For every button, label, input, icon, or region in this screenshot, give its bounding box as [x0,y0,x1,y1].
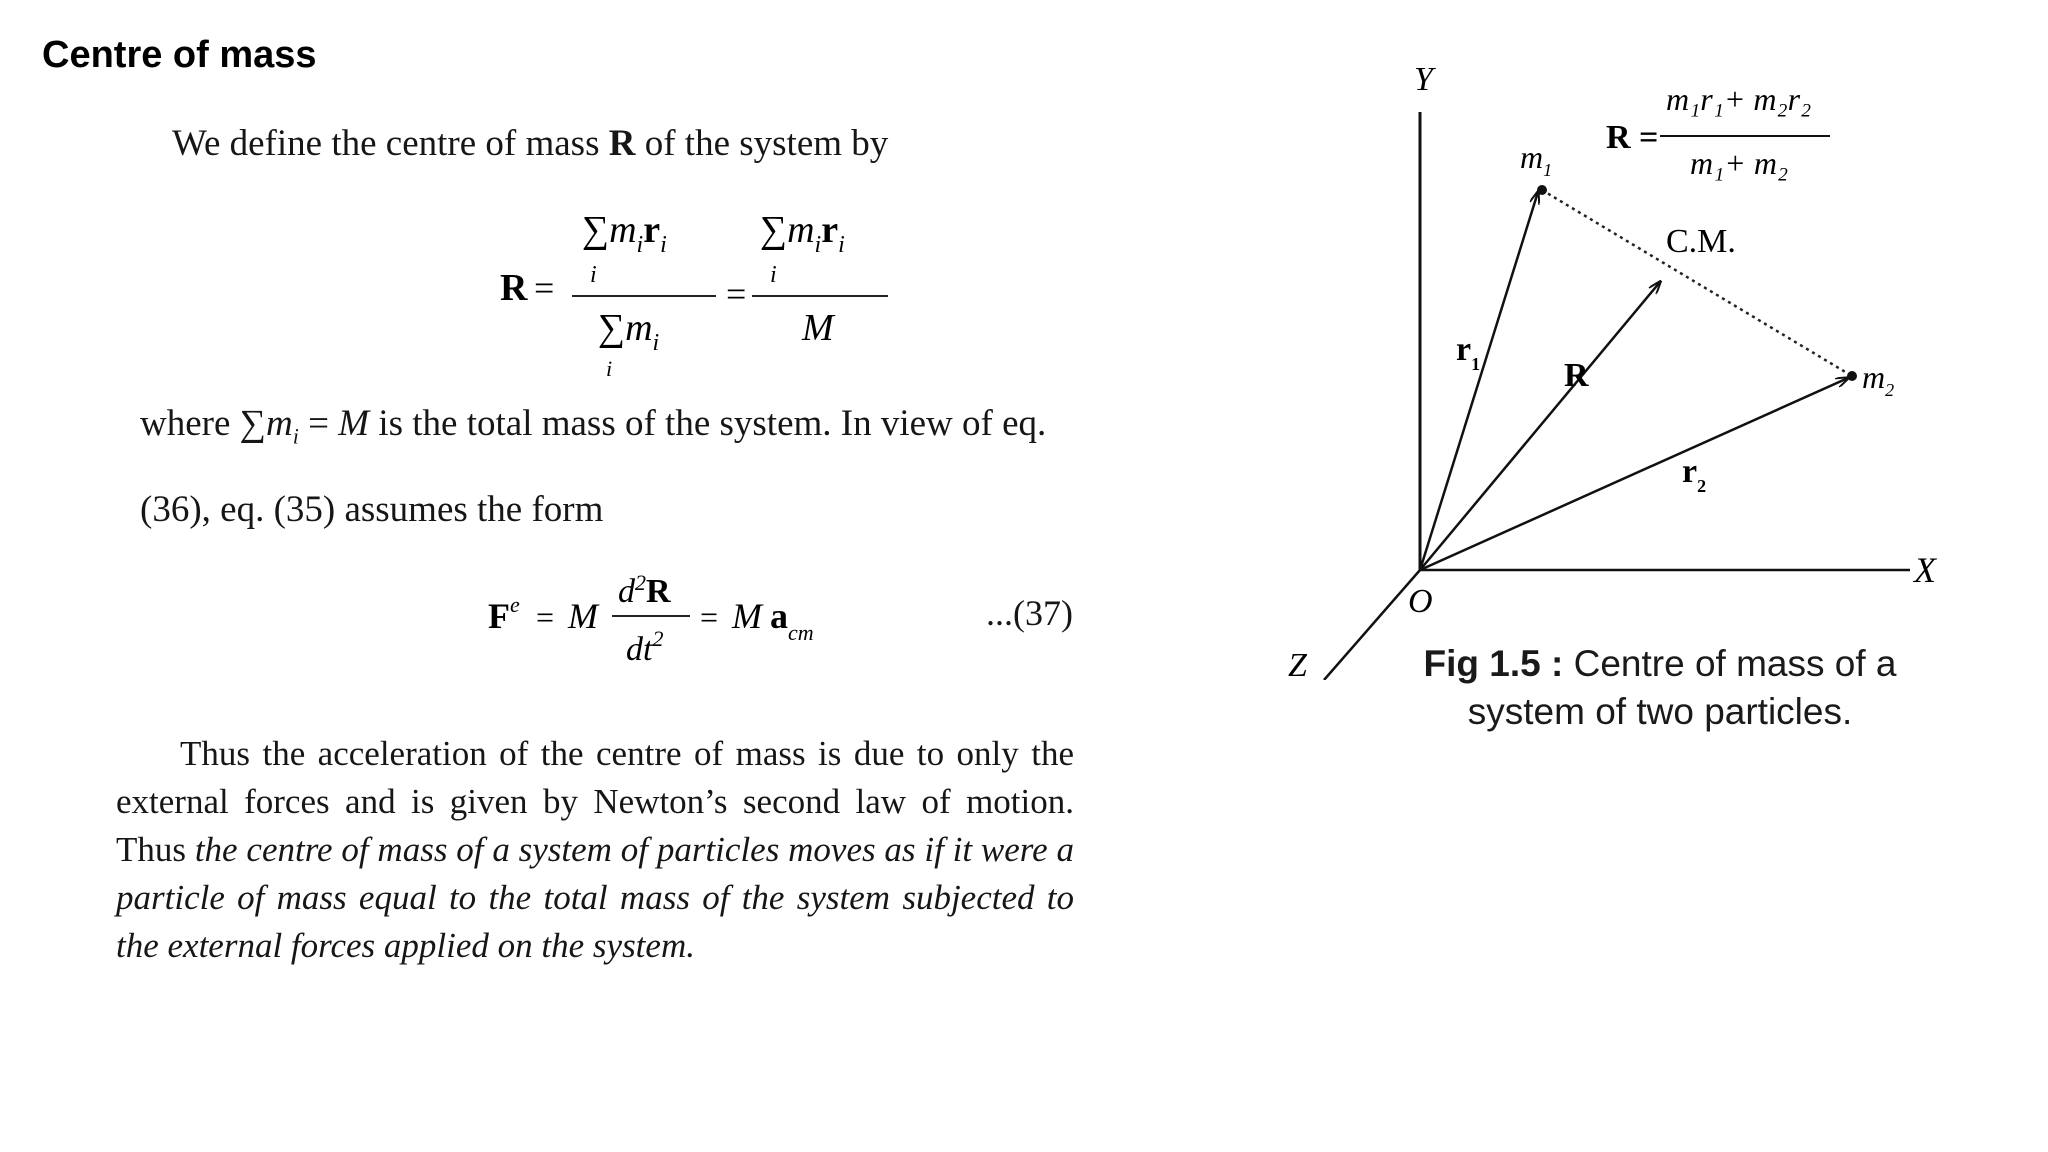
conclusion-italic: the centre of mass of a system of partic… [116,830,1074,965]
equation-36: R = ∑miri i ∑mi i = ∑miri i M [500,209,888,380]
where-eq: = [298,403,339,444]
eq36-num2-vec: r [821,209,838,251]
eq37-num-sup: 2 [635,570,646,595]
label-r2-sub: 2 [1697,476,1706,496]
vector-r1 [1418,192,1538,571]
axis-z-label: Z [1288,647,1308,680]
eq36-num2-vec-sub: i [838,232,845,258]
eq37-den-sup: 2 [652,626,663,651]
definition-post: of the system by [635,123,889,164]
eq36-num1-sum: ∑m [582,209,637,251]
eq37-a-letter: a [770,596,788,636]
form-line: (36), eq. (35) assumes the form [140,489,604,530]
label-m2-letter: m [1862,359,1885,395]
eq36-num2-sum: ∑m [760,209,815,251]
eq36-num2: ∑miri [760,209,845,258]
dotted-line-m1-m2 [1541,188,1853,378]
label-m1: m1 [1520,139,1552,180]
eq36-den1-lower: i [606,356,612,380]
eq36-num1-lower: i [590,262,597,288]
eq37-den-dt: dt [626,631,654,668]
eq36-equals-2: = [726,274,746,314]
formula-denominator: m₁+ m₂ [1690,145,1788,181]
eq36-num1-sub: i [637,232,644,258]
where-post: is the total mass of the system. In view… [369,403,1047,444]
eq37-num-vec: R [646,573,671,610]
eq37-F-sup: e [510,592,520,617]
equation-number: ...(37) [986,593,1073,633]
eq37-num-d: d [618,573,636,610]
eq36-equals-1: = [534,268,554,308]
label-m2-sub: 2 [1885,380,1894,400]
eq37-M2: M [731,596,764,636]
eq36-num1-vec-sub: i [660,232,667,258]
particle-m1 [1537,185,1547,195]
definition-symbol: R [608,123,636,164]
conclusion-paragraph: Thus the acceleration of the centre of m… [116,730,1074,970]
eq37-a: acm [770,596,814,645]
label-cm: C.M. [1666,223,1736,260]
eq37-F: Fe [488,592,520,636]
label-r2-letter: r [1682,453,1697,490]
eq37-numerator: d2R [618,570,671,610]
vector-r2 [1419,378,1848,572]
formula-lhs: R = [1606,119,1658,156]
eq37-a-sub: cm [788,620,814,645]
label-m1-sub: 1 [1543,160,1552,180]
label-m1-letter: m [1520,139,1543,175]
caption-label: Fig 1.5 : [1423,643,1564,684]
label-r2: r2 [1682,453,1706,496]
figure-caption: Fig 1.5 : Centre of mass of a system of … [1380,640,1940,736]
origin-label: O [1408,583,1433,620]
eq37-denominator: dt2 [626,626,663,668]
where-M: M [338,403,370,444]
eq36-num2-lower: i [770,262,777,288]
eq36-den1-sub: i [653,330,660,356]
vector-R [1419,282,1660,571]
label-r1: r1 [1456,331,1480,374]
label-m2: m2 [1862,359,1894,400]
eq36-lhs: R [500,267,528,309]
axis-y-label: Y [1414,61,1436,98]
particle-m2 [1847,371,1857,381]
eq36-num1: ∑miri [582,209,667,258]
where-sum-sub: i [292,423,299,449]
axis-x-label: X [1912,550,1938,590]
eq37-F-letter: F [488,596,510,636]
eq37-equals-2: = [700,599,718,635]
z-axis [1323,569,1421,680]
eq36-den1-sum: ∑m [598,307,653,349]
eq36-den1: ∑mi [598,307,659,356]
eq37-equals-1: = [536,599,554,635]
label-r1-sub: 1 [1471,354,1480,374]
where-line: where ∑mi = M is the total mass of the s… [140,400,1046,460]
where-sum-term: ∑m [239,403,293,444]
label-r1-letter: r [1456,331,1471,368]
where-pre: where [140,403,240,444]
page-title: Centre of mass [42,34,317,76]
eq37-M: M [567,596,600,636]
eq36-num1-vec: r [643,209,660,251]
formula-numerator: m₁r₁+ m₂r₂ [1666,81,1811,117]
definition-pre: We define the centre of mass [172,123,609,164]
conclusion-plain: Thus the acceleration of the centre of m… [116,734,1074,869]
centre-of-mass-figure: Y X Z O m1 m2 C.M. r1 R r2 R = m₁r₁+ m₂r… [1288,61,1938,680]
label-R: R [1564,357,1589,394]
eq36-num2-sub: i [815,232,822,258]
definition-line: We define the centre of mass R of the sy… [172,120,888,168]
caption-text: Centre of mass of a system of two partic… [1467,643,1897,732]
eq36-den2: M [801,307,836,349]
equation-37: Fe = M d2R dt2 = M acm [488,570,814,668]
